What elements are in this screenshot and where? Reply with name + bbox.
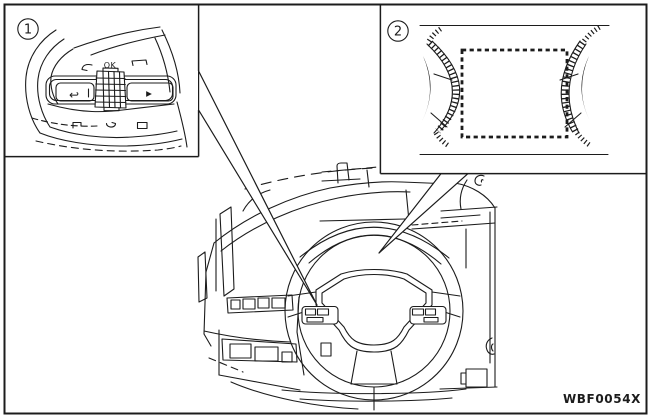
right-gauge-bezel-crescent [581, 56, 591, 123]
callout-1-panel: 1 ↩ [5, 5, 200, 158]
cluster-art [419, 24, 610, 156]
callout-2-number: 2 [394, 25, 402, 40]
right-spoke-switch [409, 305, 447, 325]
cluster-hood-arc [299, 226, 450, 259]
wheel-rim-inner [297, 234, 451, 388]
steering-switch-detail-art [25, 26, 188, 152]
callout-1-number-badge: 1 [17, 18, 39, 40]
back-button: ↩ [55, 82, 95, 102]
steering-switch-panel: ↩ ▶ OK [45, 61, 177, 112]
right-gauge-arc [559, 24, 602, 149]
dashboard-illustration [197, 162, 498, 411]
ok-button-label: OK [104, 61, 117, 70]
leader-line-1 [198, 70, 318, 306]
steering-column-lines [281, 386, 467, 411]
back-icon: ↩ [69, 88, 79, 102]
speaker-curl-icon [474, 174, 485, 186]
dashboard-top [213, 162, 453, 265]
wheel-hub [315, 269, 433, 353]
figure-code: WBF0054X [563, 392, 641, 406]
figure-border [3, 3, 648, 415]
callout-2-number-badge: 2 [387, 20, 409, 42]
dashboard-left-panel [197, 206, 359, 410]
lower-switch-strip [221, 338, 298, 363]
left-gauge-arc [421, 25, 461, 149]
select-dial-pad [94, 67, 127, 112]
steering-wheel [284, 221, 464, 401]
dashboard-right-panel [411, 174, 498, 390]
cluster-display-outline [460, 48, 569, 139]
left-spoke-switch [301, 305, 339, 325]
forward-icon: ▶ [146, 89, 152, 98]
forward-button: ▶ [126, 82, 174, 102]
wheel-rim-outer [284, 221, 464, 401]
left-gauge-bezel-crescent [421, 56, 431, 123]
sensor-curl-icon [485, 337, 495, 355]
stalk-tab [320, 342, 332, 357]
callout-2-panel: 2 [379, 5, 646, 175]
vent-strip [226, 294, 294, 314]
callout-1-number: 1 [24, 23, 32, 38]
